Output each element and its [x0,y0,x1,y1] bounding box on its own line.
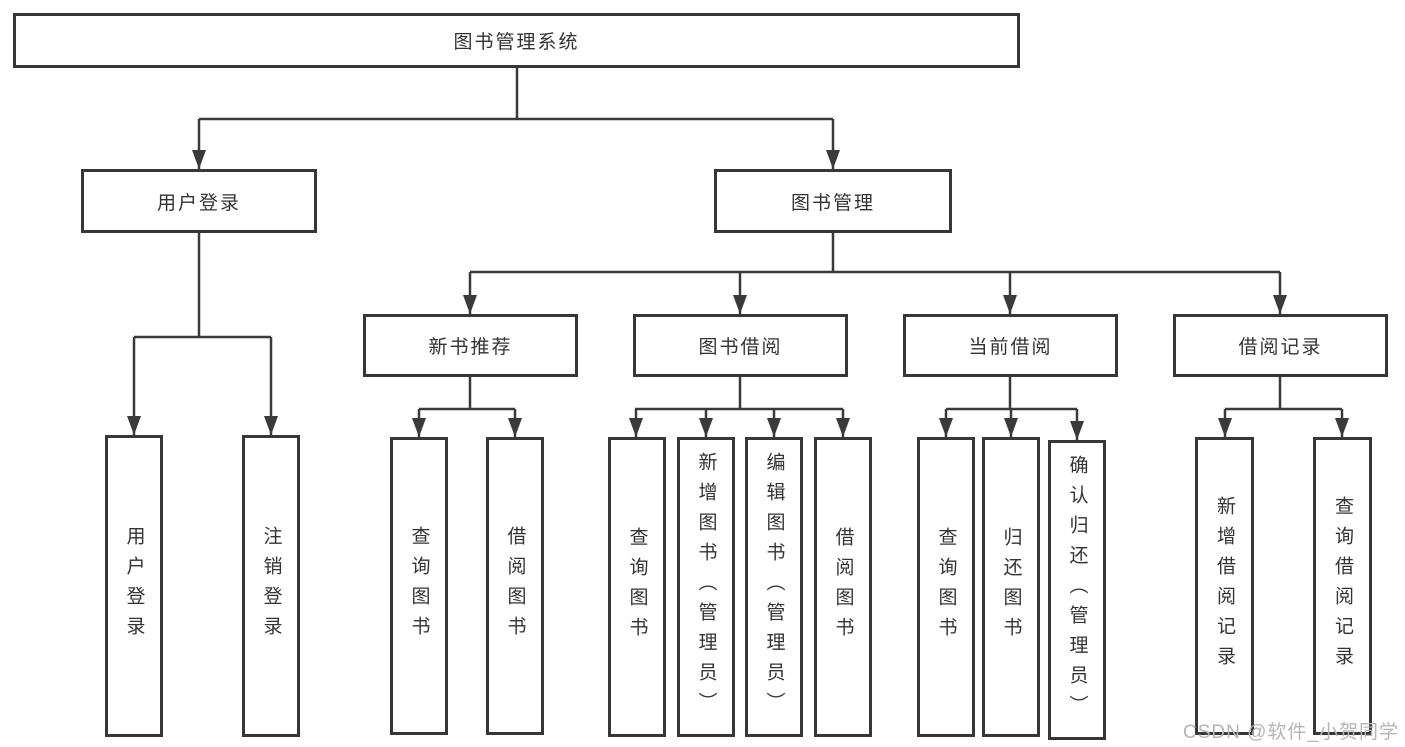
node-user-login: 用户登录 [81,169,317,233]
node-label: 借阅图书 [832,527,854,647]
node-current-borrowing: 当前借阅 [903,314,1118,377]
node-label: 用户登录 [123,526,145,646]
leaf-borrow-books-recommend: 借阅图书 [486,437,544,735]
node-borrowing-records: 借阅记录 [1173,314,1388,377]
leaf-add-borrow-record: 新增借阅记录 [1195,437,1254,735]
node-label: 用户登录 [156,192,241,214]
node-new-book-recommend: 新书推荐 [363,314,578,377]
node-label: 确认归还（管理员） [1066,455,1088,725]
node-label: 图书管理 [790,192,875,214]
node-label: 新增图书（管理员） [695,452,717,722]
leaf-user-login: 用户登录 [105,435,163,737]
leaf-confirm-return-admin: 确认归还（管理员） [1048,440,1106,740]
csdn-watermark: CSDN @软件_小贺同学 [1183,722,1399,743]
node-label: 查询图书 [408,526,430,646]
node-label: 查询图书 [935,527,957,647]
leaf-return-books: 归还图书 [982,437,1040,737]
node-root-system: 图书管理系统 [13,13,1020,68]
node-label: 借阅记录 [1238,337,1323,358]
node-book-management: 图书管理 [714,169,952,233]
leaf-query-books-current: 查询图书 [917,437,975,737]
node-label: 注销登录 [260,526,282,646]
leaf-edit-books-admin: 编辑图书（管理员） [745,437,803,737]
leaf-borrow-books: 借阅图书 [814,437,872,737]
node-label: 当前借阅 [968,337,1053,358]
leaf-query-borrow-record: 查询借阅记录 [1313,437,1372,735]
leaf-add-books-admin: 新增图书（管理员） [677,437,735,737]
leaf-logout: 注销登录 [242,435,300,737]
node-label: 查询借阅记录 [1332,496,1353,676]
node-label: 借阅图书 [504,526,526,646]
node-label: 新增借阅记录 [1214,496,1235,676]
leaf-query-books-borrow: 查询图书 [608,437,666,737]
node-label: 查询图书 [626,527,648,647]
node-label: 编辑图书（管理员） [763,452,785,722]
node-label: 图书借阅 [698,337,783,358]
node-label: 图书管理系统 [453,32,580,53]
leaf-query-books-recommend: 查询图书 [390,437,448,735]
node-label: 归还图书 [1000,527,1022,647]
node-label: 新书推荐 [428,337,513,358]
node-book-borrowing: 图书借阅 [633,314,848,377]
